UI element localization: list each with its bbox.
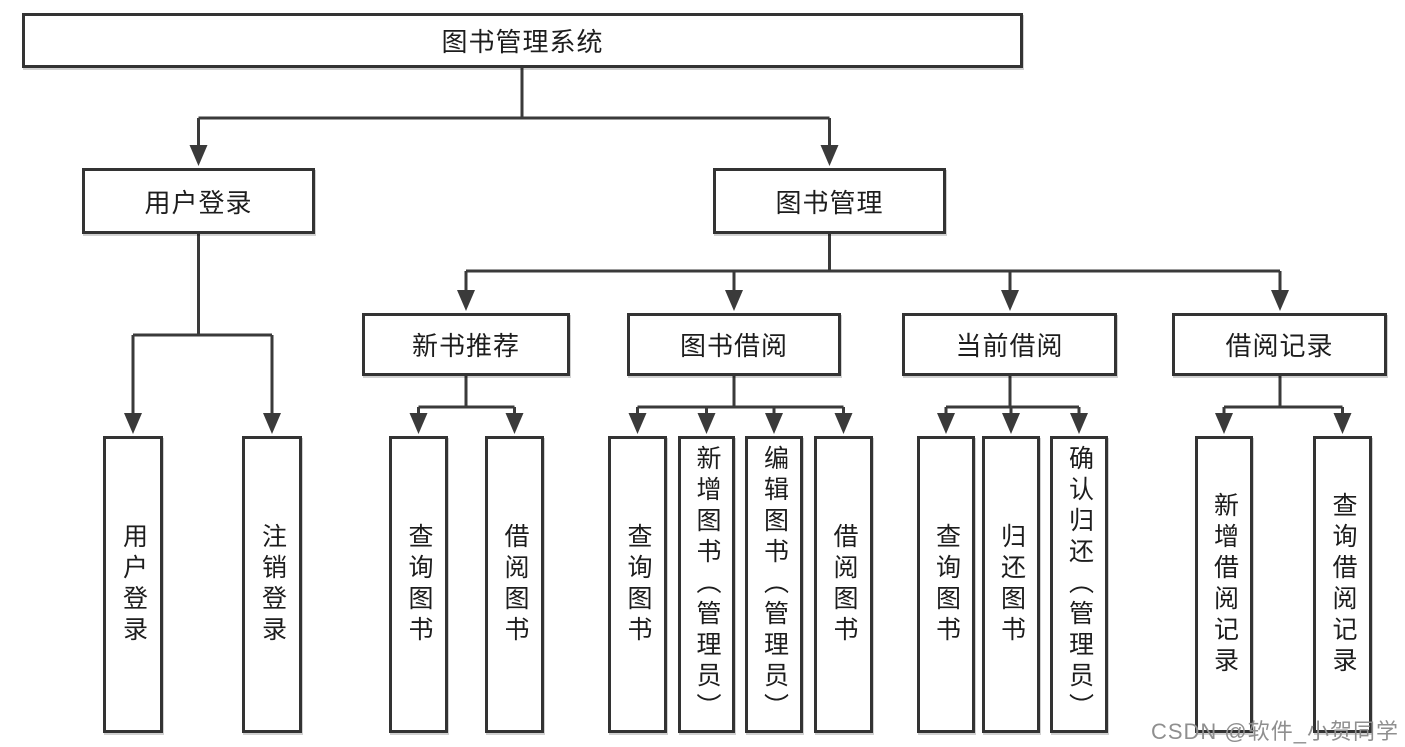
node-current-borrowing-label: 当前借阅 — [955, 331, 1064, 361]
node-library-system: 图书管理系统 — [22, 13, 1023, 68]
leaf-user-login-label: 用户登录 — [119, 522, 148, 647]
leaf-borrow-query-books-label: 查询图书 — [624, 522, 652, 647]
node-book-borrowing: 图书借阅 — [627, 313, 841, 376]
node-book-management: 图书管理 — [713, 168, 946, 234]
csdn-watermark: CSDN @软件_小贺同学 — [1150, 719, 1399, 744]
node-book-borrowing-label: 图书借阅 — [679, 331, 788, 361]
connector-currentborrow-to-leaves — [944, 375, 1081, 416]
node-library-system-label: 图书管理系统 — [441, 27, 604, 57]
leaf-current-query-books: 查询图书 — [917, 436, 975, 733]
leaf-current-query-books-label: 查询图书 — [932, 522, 961, 647]
node-book-management-label: 图书管理 — [775, 187, 884, 218]
leaf-return-books-label: 归还图书 — [997, 522, 1026, 647]
node-new-book-recommend: 新书推荐 — [362, 313, 570, 376]
leaf-query-borrow-record-label: 查询借阅记录 — [1329, 491, 1357, 678]
leaf-add-borrow-record-label: 新增借阅记录 — [1210, 491, 1239, 678]
leaf-user-login: 用户登录 — [103, 436, 163, 733]
connector-root-to-level2 — [197, 67, 831, 148]
leaf-rec-query-books: 查询图书 — [389, 436, 448, 733]
leaf-logout: 注销登录 — [242, 436, 302, 733]
leaf-rec-query-books-label: 查询图书 — [405, 522, 433, 647]
leaf-borrow-books-label: 借阅图书 — [830, 522, 858, 647]
connector-newbookrec-to-leaves — [417, 375, 516, 416]
leaf-edit-book-admin-label: 编辑图书（管理员） — [760, 445, 789, 724]
leaf-borrow-query-books: 查询图书 — [608, 436, 667, 733]
leaf-rec-borrow-books-label: 借阅图书 — [501, 522, 529, 647]
leaf-logout-label: 注销登录 — [258, 522, 287, 647]
connector-userlogin-to-leaves — [131, 233, 274, 416]
node-borrowing-records: 借阅记录 — [1172, 313, 1387, 376]
leaf-add-borrow-record: 新增借阅记录 — [1195, 436, 1253, 733]
leaf-return-books: 归还图书 — [982, 436, 1040, 733]
node-new-book-recommend-label: 新书推荐 — [411, 331, 520, 361]
leaf-query-borrow-record: 查询借阅记录 — [1313, 436, 1372, 733]
connector-bookborrow-to-leaves — [636, 375, 845, 416]
node-borrowing-records-label: 借阅记录 — [1225, 331, 1334, 361]
arrowheads — [124, 145, 1352, 434]
leaf-add-book-admin: 新增图书（管理员） — [678, 436, 735, 733]
leaf-borrow-books: 借阅图书 — [814, 436, 873, 733]
node-user-login-label: 用户登录 — [144, 187, 253, 218]
node-current-borrowing: 当前借阅 — [902, 313, 1117, 376]
leaf-edit-book-admin: 编辑图书（管理员） — [745, 436, 803, 733]
node-user-login: 用户登录 — [82, 168, 315, 234]
connector-bookmgmt-to-level3 — [464, 233, 1282, 293]
leaf-confirm-return-admin-label: 确认归还（管理员） — [1065, 445, 1094, 724]
leaf-rec-borrow-books: 借阅图书 — [485, 436, 544, 733]
leaf-confirm-return-admin: 确认归还（管理员） — [1050, 436, 1108, 733]
connector-borrowrecords-to-leaves — [1222, 375, 1344, 416]
leaf-add-book-admin-label: 新增图书（管理员） — [693, 445, 721, 724]
